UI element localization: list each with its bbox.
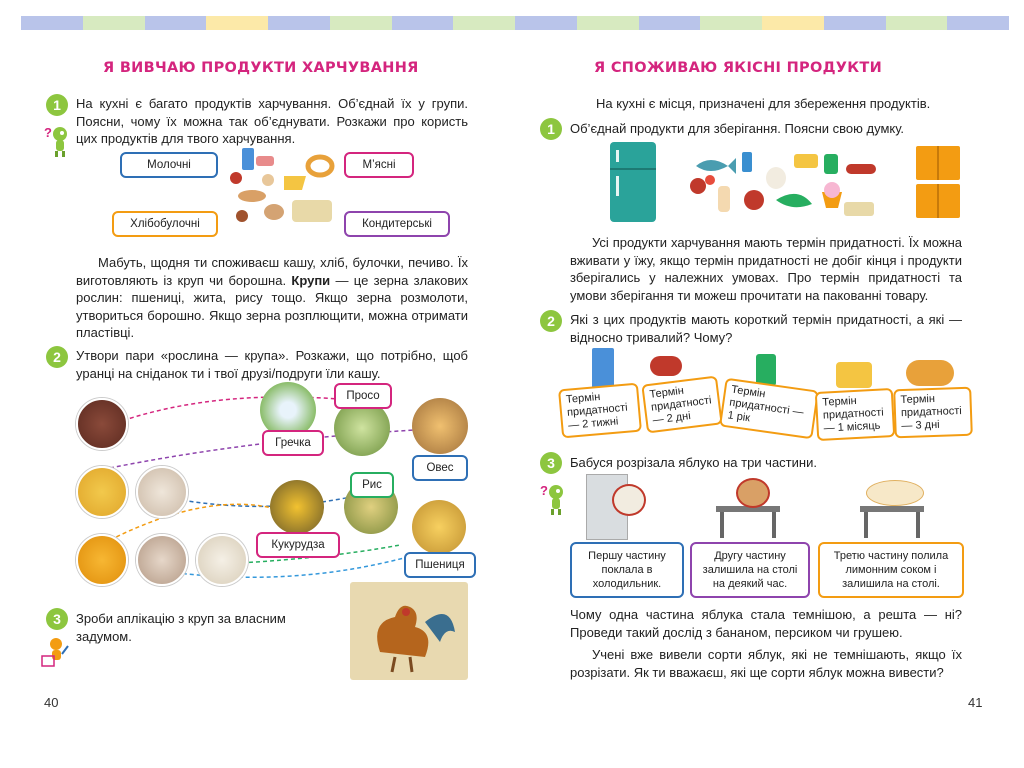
plant-label-wheat[interactable]: Пшениця xyxy=(404,552,476,578)
top-bar-segment xyxy=(329,16,392,30)
left-page-title: Я ВИВЧАЮ ПРОДУКТИ ХАРЧУВАННЯ xyxy=(103,60,419,76)
thinking-character-icon-right: ? xyxy=(540,482,566,516)
crafting-character-icon xyxy=(40,636,70,668)
plant-label-rice[interactable]: Рис xyxy=(350,472,394,498)
upper-cupboard-image xyxy=(916,146,960,180)
task-2-right-text: Які з цих продуктів мають короткий термі… xyxy=(570,312,962,345)
fridge-image xyxy=(610,142,656,222)
food-products-illustration xyxy=(222,146,340,230)
shelf-life-card-milk[interactable]: Термін придатності — 2 тижні xyxy=(558,382,642,439)
thinking-character-icon: ? xyxy=(44,124,70,158)
bold-term-cereals: Крупи xyxy=(291,272,331,288)
grain-bowl-millet[interactable] xyxy=(76,466,128,518)
grain-bowl-corn[interactable] xyxy=(76,534,128,586)
task-number-2-right: 2 xyxy=(540,310,562,332)
grain-mosaic-rooster-image xyxy=(350,582,468,680)
right-intro-text: На кухні є місця, призначені для збереже… xyxy=(596,96,931,111)
storage-foods-illustration xyxy=(688,146,888,220)
svg-text:?: ? xyxy=(540,483,548,498)
canned-peas-image xyxy=(756,354,776,386)
plate-with-lemon-apple-image xyxy=(866,480,924,506)
apple-slice-table-image xyxy=(736,478,770,508)
apple-question-text: Чому одна частина яблука стала темнішою,… xyxy=(570,607,962,640)
bread-loaf-image xyxy=(906,360,954,386)
plant-label-buckwheat[interactable]: Гречка xyxy=(262,430,324,456)
shelf-life-card-bread[interactable]: Термін придатності — 3 дні xyxy=(893,386,973,439)
plant-image-wheat xyxy=(412,500,466,554)
apple-card-lemon[interactable]: Третю частину полила лимонним соком і за… xyxy=(818,542,964,598)
table-leg xyxy=(916,512,920,538)
apple-card-fridge[interactable]: Першу частину поклала в холодильник. xyxy=(570,542,684,598)
shelf-life-card-peas[interactable]: Термін придатності — 1 рік xyxy=(719,377,819,440)
plant-image-millet xyxy=(334,400,390,456)
cereals-paragraph: Мабуть, щодня ти споживаєш кашу, хліб, б… xyxy=(76,254,468,342)
task-number-1-right: 1 xyxy=(540,118,562,140)
top-bar-segment xyxy=(515,16,577,30)
apple-slice-fridge-image xyxy=(612,484,646,516)
milk-carton-image xyxy=(592,348,614,388)
top-bar-segment xyxy=(700,16,762,30)
right-page-title: Я СПОЖИВАЮ ЯКІСНІ ПРОДУКТИ xyxy=(594,60,883,76)
table-leg xyxy=(720,512,724,538)
top-bar-segment xyxy=(391,16,454,30)
top-bar-segment xyxy=(823,16,886,30)
grain-bowl-rice[interactable] xyxy=(196,534,248,586)
task-number-3-left: 3 xyxy=(46,608,68,630)
paragraph-part-2: — це зерна злакових рослин: пшениці, жит… xyxy=(76,272,468,341)
plant-image-oats xyxy=(412,398,468,454)
paragraph-part-1: Мабуть, щодня ти споживаєш кашу, хліб, б… xyxy=(76,255,468,288)
top-bar-segment xyxy=(144,16,207,30)
shelf-life-card-sausage[interactable]: Термін придатності — 2 дні xyxy=(641,375,723,434)
plant-label-corn[interactable]: Кукурудза xyxy=(256,532,340,558)
plant-label-oats[interactable]: Овес xyxy=(412,455,468,481)
table-top-1 xyxy=(716,506,780,512)
page-number-left: 40 xyxy=(44,695,59,710)
top-bar-segment xyxy=(268,16,330,30)
table-leg xyxy=(864,512,868,538)
top-bar-segment xyxy=(638,16,701,30)
task-number-3-right: 3 xyxy=(540,452,562,474)
page-number-right: 41 xyxy=(968,695,983,710)
group-label-meat[interactable]: М’ясні xyxy=(344,152,414,178)
closing-text: Учені вже вивели сорти яблук, які не тем… xyxy=(570,647,962,680)
grain-bowl-oats[interactable] xyxy=(136,466,188,518)
task-2-left-text: Утвори пари «рослина — крупа». Розкажи, … xyxy=(76,348,468,381)
top-bar-segment xyxy=(762,16,824,30)
sausage-image xyxy=(650,356,682,376)
top-bar-segment xyxy=(206,16,268,30)
top-bar-segment xyxy=(21,16,83,30)
task-1-right-text: Об’єднай продукти для зберігання. Поясни… xyxy=(570,121,905,136)
plant-label-millet[interactable]: Просо xyxy=(334,383,392,409)
task-number-1-left: 1 xyxy=(46,94,68,116)
svg-text:?: ? xyxy=(44,125,52,140)
task-number-2-left: 2 xyxy=(46,346,68,368)
top-bar-segment xyxy=(576,16,639,30)
task-3-left-text: Зроби аплікацію з круп за власним задумо… xyxy=(76,611,286,644)
shelf-life-paragraph: Усі продукти харчування мають термін при… xyxy=(570,235,962,303)
table-leg xyxy=(772,512,776,538)
task-3-right-text: Бабуся розрізала яблуко на три частини. xyxy=(570,455,817,470)
apple-card-table[interactable]: Другу частину залишила на столі на деяки… xyxy=(690,542,810,598)
top-color-bar xyxy=(21,16,1009,30)
task-1-left-text: На кухні є багато продуктів харчування. … xyxy=(76,96,468,146)
grain-bowl-wheat[interactable] xyxy=(136,534,188,586)
group-label-confectionery[interactable]: Кондитерські xyxy=(344,211,450,237)
shelf-life-card-cheese[interactable]: Термін придатності — 1 місяць xyxy=(814,387,896,442)
top-bar-segment xyxy=(453,16,515,30)
lower-cupboard-image xyxy=(916,184,960,218)
table-top-2 xyxy=(860,506,924,512)
top-bar-segment xyxy=(82,16,145,30)
group-label-dairy[interactable]: Молочні xyxy=(120,152,218,178)
group-label-bakery[interactable]: Хлібобулочні xyxy=(112,211,218,237)
plant-image-buckwheat xyxy=(260,382,316,438)
grain-bowl-buckwheat[interactable] xyxy=(76,398,128,450)
plant-image-corn xyxy=(270,480,324,534)
cheese-image xyxy=(836,362,872,388)
top-bar-segment xyxy=(885,16,948,30)
top-bar-segment xyxy=(947,16,1009,30)
